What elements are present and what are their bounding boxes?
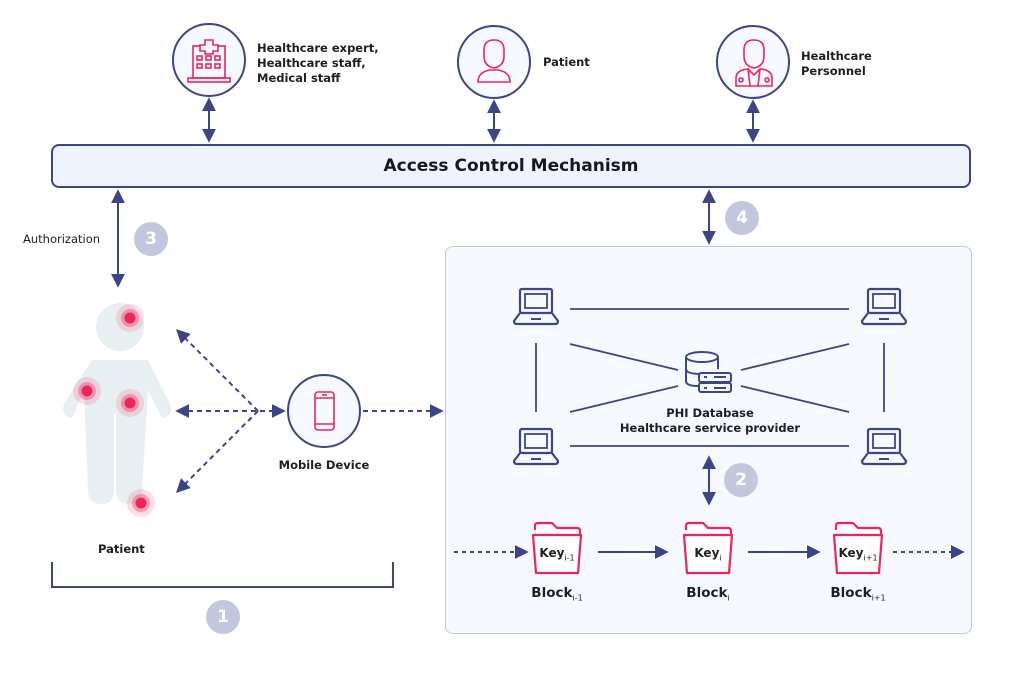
- access-control-mechanism-box: Access Control Mechanism: [51, 144, 971, 188]
- folder-icon: [682, 521, 734, 575]
- link-db-tl: [569, 343, 679, 371]
- database-title: PHI Database: [666, 406, 754, 420]
- database-label: PHI Database Healthcare service provider: [610, 406, 810, 436]
- sensor-dots: [73, 304, 155, 517]
- label-line: Healthcare staff,: [257, 56, 366, 70]
- patient-label: Patient: [98, 542, 145, 556]
- label-line: Healthcare expert,: [257, 41, 379, 55]
- dashed-arrow-up: [176, 329, 259, 412]
- actor-patient: [457, 25, 531, 99]
- block-subscript: i: [727, 593, 730, 603]
- mobile-device-label: Mobile Device: [278, 458, 370, 472]
- step-badge-2: 2: [724, 463, 758, 497]
- mobile-device: [287, 374, 361, 448]
- key-text: Key: [838, 546, 864, 560]
- block-key-label: Keyi-1: [527, 546, 587, 562]
- patient-icon: [477, 39, 511, 83]
- block-text: Block: [686, 585, 728, 601]
- laptop-icon: [512, 427, 560, 466]
- block-subscript: i+1: [871, 593, 886, 603]
- actor-personnel: [716, 25, 790, 99]
- label-line: Personnel: [801, 64, 866, 78]
- block-label: Blocki-1: [512, 585, 602, 603]
- actor-label-personnel: Healthcare Personnel: [801, 49, 872, 79]
- laptop-icon: [860, 287, 908, 326]
- step-badge-4: 4: [725, 201, 759, 235]
- dashed-arrow-down: [176, 410, 259, 493]
- label-line: Medical staff: [257, 71, 341, 85]
- key-text: Key: [539, 546, 565, 560]
- actor-label-hospital: Healthcare expert, Healthcare staff, Med…: [257, 41, 379, 86]
- block-key-label: Keyi+1: [828, 546, 888, 562]
- hospital-icon: [187, 39, 231, 83]
- step-badge-1: 1: [206, 600, 240, 634]
- block-key-label: Keyi: [678, 546, 738, 562]
- laptop-icon: [512, 287, 560, 326]
- actor-hospital: [172, 23, 246, 97]
- database-subtitle: Healthcare service provider: [619, 421, 801, 435]
- block-label: Blocki: [663, 585, 753, 603]
- link-db-tr: [740, 343, 850, 371]
- label-line: Patient: [543, 55, 590, 69]
- folder-icon: [832, 521, 884, 575]
- access-control-title: Access Control Mechanism: [383, 156, 639, 176]
- authorization-label: Authorization: [23, 232, 101, 246]
- key-text: Key: [694, 546, 720, 560]
- laptop-icon: [860, 427, 908, 466]
- folder-icon: [531, 521, 583, 575]
- key-subscript: i-1: [564, 553, 575, 563]
- link-db-br: [740, 385, 850, 413]
- doctor-icon: [735, 39, 773, 87]
- step-badge-3: 3: [134, 222, 168, 256]
- block-label: Blocki+1: [813, 585, 903, 603]
- block-text: Block: [531, 585, 573, 601]
- label-line: Healthcare: [801, 49, 872, 63]
- database-icon: [685, 351, 732, 393]
- block-text: Block: [830, 585, 872, 601]
- key-subscript: i+1: [863, 553, 878, 563]
- actor-label-patient: Patient: [543, 55, 590, 70]
- smartphone-icon: [314, 391, 335, 431]
- block-subscript: i-1: [572, 593, 583, 603]
- patient-bracket: [51, 562, 394, 588]
- key-subscript: i: [719, 553, 722, 563]
- link-db-bl: [569, 385, 679, 413]
